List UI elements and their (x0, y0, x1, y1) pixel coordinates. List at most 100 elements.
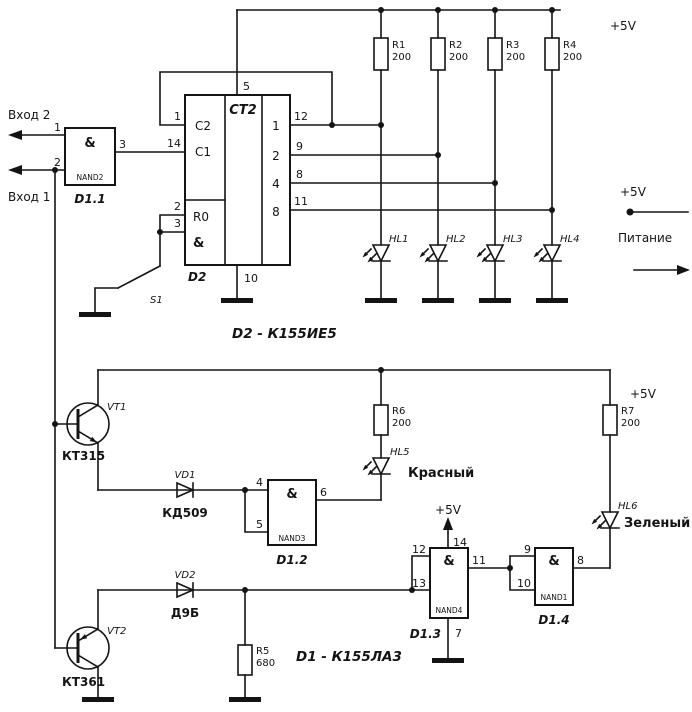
diode-triangle (176, 581, 195, 599)
resistor-value: 200 (506, 52, 525, 63)
resistor-value: 200 (621, 418, 640, 429)
counter-weight-2: 2 (272, 149, 280, 163)
gate-d1-4-ref: D1.4 (538, 613, 569, 627)
gate-d1-2-amp: & (286, 487, 297, 502)
input1-label: Вход 1 (8, 190, 50, 204)
gate-d1-4: & NAND1 9 10 8 D1.4 (517, 543, 584, 627)
ground-symbols (79, 298, 568, 702)
input1-arrow (8, 165, 22, 175)
gate-d1-2-cell: NAND3 (279, 534, 306, 543)
pin-label: 1 (174, 110, 181, 123)
red-led-label: Красный (408, 466, 474, 481)
led-hl3-ref: HL3 (503, 234, 522, 245)
pin-label: 12 (294, 110, 308, 123)
counter-weight-8: 8 (272, 205, 280, 219)
pin-label: 12 (412, 543, 426, 556)
transistor-collector-lead (76, 653, 100, 669)
pin-label: 6 (320, 486, 327, 499)
resistor-body (373, 404, 389, 436)
junction-dot (492, 7, 498, 13)
counter-weight-1: 1 (272, 119, 280, 133)
resistor-body (373, 37, 389, 71)
wire-c2-feedback-loop (159, 71, 333, 126)
junction-dot (378, 367, 384, 373)
power-plus-terminal (626, 208, 634, 216)
wire-switch-s1 (94, 264, 162, 313)
resistor-r4: R4 200 (544, 37, 582, 71)
junction-dot (329, 122, 335, 128)
resistor-ref: R6 (392, 406, 405, 417)
green-led-label: Зеленый (624, 516, 690, 531)
pin-label: 3 (119, 138, 126, 151)
power-v5-label: +5V (620, 185, 647, 199)
gate-d1-3-cell: NAND4 (436, 606, 463, 615)
pin-label: 7 (455, 627, 462, 640)
diode-ref: VD1 (175, 470, 196, 481)
pin-label: 9 (296, 140, 303, 153)
pin-label: 1 (54, 121, 61, 134)
counter-c2-label: C2 (195, 119, 211, 133)
pin-label: 4 (256, 476, 263, 489)
input2-arrow (8, 130, 22, 140)
transistor-body (66, 626, 110, 670)
led-hl6-icon (590, 511, 620, 531)
diode-triangle (176, 481, 195, 499)
diode-vd2: VD2 Д9Б (171, 570, 199, 620)
gate-d1-1-ref: D1.1 (74, 192, 105, 206)
power-terminals: +5V Питание (618, 185, 672, 245)
counter-r0-label: R0 (193, 210, 209, 224)
resistor-r6: R6 200 (373, 404, 411, 436)
resistor-ref: R7 (621, 406, 634, 417)
resistor-body (544, 37, 560, 71)
led-hl5-icon (361, 457, 391, 477)
led-hl1-icon (361, 244, 391, 264)
resistor-r2: R2 200 (430, 37, 468, 71)
junction-dot (157, 229, 163, 235)
resistor-value: 200 (392, 418, 411, 429)
junction-dot (492, 180, 498, 186)
counter-amp-label: & (193, 236, 204, 251)
d1-caption: D1 - К155ЛА3 (296, 649, 402, 665)
junction-dot (242, 587, 248, 593)
led-hl2-ref: HL2 (446, 234, 465, 245)
counter-symbol: CT2 (229, 103, 256, 118)
leds: HL1 HL2 HL3 HL4 HL5 HL6 Красный Зеленый (361, 234, 690, 531)
pin-label: 14 (167, 137, 181, 150)
junction-dot (435, 152, 441, 158)
resistor-body (487, 37, 503, 71)
gate-d1-3-amp: & (443, 554, 454, 569)
gate-d1-4-body (534, 547, 574, 606)
gate-d1-1-cell: NAND2 (77, 173, 104, 182)
transistor-ref: VT2 (107, 626, 126, 637)
ground-symbol (229, 697, 261, 702)
ground-symbol (221, 298, 253, 303)
power-common-arrow (677, 265, 690, 275)
junction-dot (378, 122, 384, 128)
counter-c1-label: C1 (195, 145, 211, 159)
v5-top-label: +5V (610, 19, 637, 33)
transistor-vt1: VT1 КТ315 (62, 402, 126, 463)
counter-d2: CT2 C2 C1 R0 & 1 2 4 8 12 9 8 11 1 14 2 … (167, 80, 308, 285)
pin-label: 5 (243, 80, 250, 93)
led-hl2-icon (418, 244, 448, 264)
resistor-r1: R1 200 (373, 37, 411, 71)
pin-label: 13 (412, 577, 426, 590)
wire-d13-in12 (411, 555, 431, 591)
resistor-ref: R2 (449, 40, 462, 51)
gate-d1-1-body (64, 127, 116, 186)
resistor-value: 200 (392, 52, 411, 63)
resistor-value: 680 (256, 658, 275, 669)
transistor-vt2: VT2 КТ361 (62, 626, 126, 689)
pin-label: 11 (472, 554, 486, 567)
ground-symbol (432, 658, 464, 663)
pin-label: 2 (54, 156, 61, 169)
junction-dot (549, 7, 555, 13)
pnp-emitter-arrow (80, 634, 88, 640)
resistor-ref: R5 (256, 646, 269, 657)
counter-ref: D2 (188, 270, 206, 284)
junction-dots (52, 7, 555, 593)
led-hl4-icon (532, 244, 562, 264)
junction-dot (378, 7, 384, 13)
pin-label: 8 (577, 554, 584, 567)
transistor-part: КТ361 (62, 675, 105, 689)
